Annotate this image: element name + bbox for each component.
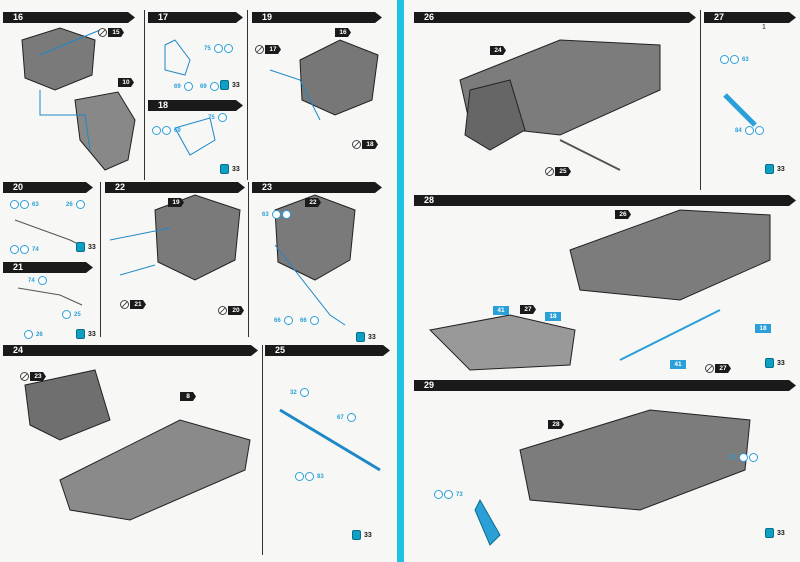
part-callout-24: 24 xyxy=(490,46,506,55)
part-callout-18c: 18 xyxy=(755,324,771,333)
part-callout-25: 25 xyxy=(545,167,571,176)
paint-ref: 33 xyxy=(76,242,96,252)
paint-chip: 69 xyxy=(198,82,219,91)
paint-ref: 33 xyxy=(76,329,96,339)
step-banner-21: 21 xyxy=(3,262,93,273)
engine-drawing-16 xyxy=(21,27,136,171)
step-banner-29: 29 xyxy=(414,380,796,391)
part-callout-18b: 18 xyxy=(545,312,561,321)
step-banner-18: 18 xyxy=(148,100,243,111)
part-callout-20: 20 xyxy=(218,306,244,315)
paint-chip: 84 xyxy=(733,126,764,135)
step-banner-20: 20 xyxy=(3,182,93,193)
sheet-number: 1 xyxy=(762,24,766,31)
paint-can-icon xyxy=(220,164,229,174)
paint-chip: 26 xyxy=(24,330,45,339)
part-callout-27: 27 xyxy=(520,305,536,314)
paint-chip: 32 xyxy=(727,453,758,462)
paint-chip: 75 xyxy=(202,44,233,53)
part-callout-16: 16 xyxy=(335,28,351,37)
paint-chip: 74 xyxy=(26,276,47,285)
no-glue-icon xyxy=(352,140,361,149)
step-banner-24: 24 xyxy=(3,345,258,356)
step-banner-27: 27 xyxy=(704,12,796,23)
panel-divider xyxy=(248,182,249,337)
paint-ref: 33 xyxy=(352,530,372,540)
part-callout-28: 28 xyxy=(548,420,564,429)
no-glue-icon xyxy=(20,372,29,381)
part-callout-41b: 41 xyxy=(670,360,686,369)
paint-can-icon xyxy=(76,329,85,339)
part-callout-8: 8 xyxy=(180,392,196,401)
paint-ref: 33 xyxy=(356,332,376,342)
paint-chip: 69 xyxy=(172,82,193,91)
part-callout-18: 18 xyxy=(352,140,378,149)
part-callout-15: 15 xyxy=(98,28,124,37)
paint-chip: 83 xyxy=(295,472,326,481)
step-banner-28: 28 xyxy=(414,195,796,206)
part-callout-22: 22 xyxy=(305,198,321,207)
step-banner-22: 22 xyxy=(105,182,245,193)
part-callout-10: 10 xyxy=(118,78,134,87)
part-callout-26: 26 xyxy=(615,210,631,219)
paint-chip: 66 xyxy=(298,316,319,325)
no-glue-icon xyxy=(120,300,129,309)
paint-ref: 33 xyxy=(220,80,240,90)
part-callout-17: 17 xyxy=(255,45,281,54)
paint-chip: 73 xyxy=(434,490,465,499)
paint-can-icon xyxy=(352,530,361,540)
paint-chip: 32 xyxy=(288,388,309,397)
paint-can-icon xyxy=(356,332,365,342)
part-callout-27b: 27 xyxy=(705,364,731,373)
part-callout-41: 41 xyxy=(493,306,509,315)
paint-can-icon xyxy=(76,242,85,252)
no-glue-icon xyxy=(98,28,107,37)
paint-can-icon xyxy=(765,358,774,368)
paint-chip: 25 xyxy=(62,310,83,319)
step-banner-26: 26 xyxy=(414,12,696,23)
paint-chip: 26 xyxy=(64,200,85,209)
step-banner-16: 16 xyxy=(3,12,135,23)
paint-can-icon xyxy=(765,164,774,174)
paint-chip: 66 xyxy=(272,316,293,325)
step-banner-17: 17 xyxy=(148,12,243,23)
paint-ref: 33 xyxy=(765,164,785,174)
step-banner-23: 23 xyxy=(252,182,382,193)
no-glue-icon xyxy=(705,364,714,373)
part-callout-19: 19 xyxy=(168,198,184,207)
paint-chip: 69 xyxy=(152,126,183,135)
panel-divider xyxy=(700,10,701,190)
paint-chip: 63 xyxy=(720,55,751,64)
no-glue-icon xyxy=(255,45,264,54)
paint-ref: 33 xyxy=(220,164,240,174)
paint-chip: 63 xyxy=(10,200,41,209)
paint-chip: 63 xyxy=(260,210,291,219)
panel-divider xyxy=(100,182,101,337)
step-banner-25: 25 xyxy=(265,345,390,356)
paint-chip: 67 xyxy=(335,413,356,422)
part-callout-21: 21 xyxy=(120,300,146,309)
paint-ref: 33 xyxy=(765,528,785,538)
step-banner-19: 19 xyxy=(252,12,382,23)
panel-divider xyxy=(247,10,248,180)
page-gutter xyxy=(397,0,404,562)
part-callout-23: 23 xyxy=(20,372,46,381)
panel-divider xyxy=(144,10,145,180)
no-glue-icon xyxy=(545,167,554,176)
panel-divider xyxy=(262,345,263,555)
paint-chip: 74 xyxy=(10,245,41,254)
paint-ref: 33 xyxy=(765,358,785,368)
no-glue-icon xyxy=(218,306,227,315)
paint-can-icon xyxy=(220,80,229,90)
paint-chip: 75 xyxy=(206,113,227,122)
paint-can-icon xyxy=(765,528,774,538)
